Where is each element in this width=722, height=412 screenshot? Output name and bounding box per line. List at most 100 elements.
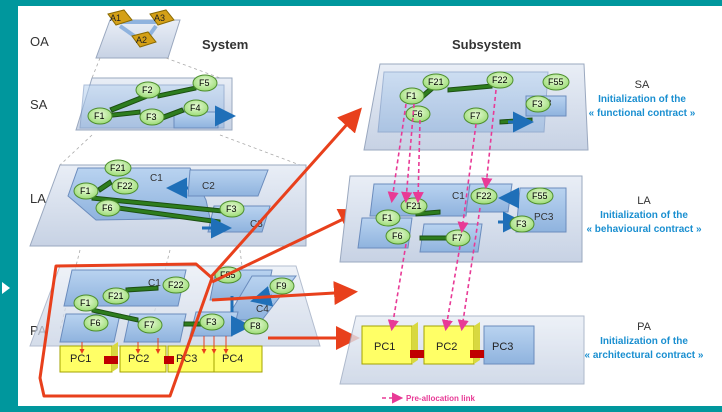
la-sub-pc3-label: PC3: [534, 212, 554, 223]
subsystem-extraction-arrows: [208, 107, 364, 350]
svg-text:F3: F3: [206, 317, 217, 327]
fn-la-f3: F3: [219, 200, 245, 218]
fn-sub-la-f7: F7: [445, 229, 471, 247]
svg-text:F7: F7: [452, 233, 463, 243]
level-label-sa: SA: [30, 97, 48, 112]
pa-c4-label: C4: [256, 304, 269, 315]
svg-text:F21: F21: [406, 201, 422, 211]
fn-sub-la-f6: F6: [385, 227, 411, 245]
pc1-subsystem: PC1: [361, 322, 418, 365]
svg-text:PC2: PC2: [436, 341, 457, 353]
la-sub-flows: [415, 209, 451, 241]
slide-nav-arrow-icon[interactable]: [2, 282, 10, 294]
svg-text:F55: F55: [532, 191, 548, 201]
oa-node-a1: A1: [107, 9, 133, 26]
svg-text:Initialization of the: Initialization of the: [598, 94, 686, 105]
pc4-system: PC4: [213, 345, 263, 373]
svg-text:F3: F3: [516, 219, 527, 229]
svg-text:F6: F6: [102, 203, 113, 213]
svg-text:F6: F6: [392, 231, 403, 241]
svg-text:F22: F22: [168, 280, 184, 290]
right-label-sa: SA Initialization of the « functional co…: [589, 79, 696, 119]
svg-text:F7: F7: [144, 320, 155, 330]
fn-pa-f1: F1: [73, 294, 99, 312]
svg-text:LA: LA: [637, 195, 651, 207]
pa-c1-label: C1: [148, 278, 161, 289]
la-system-flows: [91, 179, 233, 225]
svg-text:PC3: PC3: [492, 341, 513, 353]
la-c2-label: C2: [202, 181, 215, 192]
level-label-oa: OA: [30, 34, 49, 49]
fn-sub-sa-f22: F22: [486, 71, 514, 89]
svg-text:Initialization of the: Initialization of the: [600, 210, 688, 221]
deploy-arrows-system: [79, 336, 229, 354]
svg-text:F4: F4: [190, 103, 201, 113]
bottom-border: [0, 406, 722, 412]
fn-la-f1: F1: [73, 182, 99, 200]
level-label-la: LA: [30, 191, 46, 206]
svg-text:F1: F1: [80, 186, 91, 196]
svg-text:F2: F2: [142, 85, 153, 95]
la-system-c2: [187, 169, 269, 197]
la-c1-label: C1: [150, 173, 163, 184]
left-border: [0, 0, 18, 412]
la-sub-c1-label: C1: [452, 191, 465, 202]
svg-text:F55: F55: [548, 77, 564, 87]
fn-sub-la-f22: F22: [470, 187, 498, 205]
svg-text:F6: F6: [412, 109, 423, 119]
fn-sub-sa-f3: F3: [525, 95, 551, 113]
svg-text:PC3: PC3: [176, 353, 197, 365]
right-label-la: LA Initialization of the « behavioural c…: [586, 195, 701, 235]
fn-pa-f6: F6: [83, 314, 109, 332]
svg-text:« behavioural contract »: « behavioural contract »: [586, 224, 701, 235]
svg-text:PA: PA: [637, 321, 652, 333]
svg-text:F1: F1: [406, 91, 417, 101]
svg-text:F22: F22: [476, 191, 492, 201]
svg-text:F9: F9: [276, 281, 287, 291]
fn-sub-sa-f7: F7: [463, 107, 489, 125]
pc3-subsystem: PC3: [483, 325, 535, 365]
fn-sub-la-f55: F55: [526, 187, 554, 205]
fn-la-f22: F22: [111, 177, 139, 195]
pa-system-link-pc1-pc2: [104, 356, 118, 364]
fn-la-f21: F21: [104, 159, 132, 177]
svg-text:A1: A1: [110, 13, 121, 23]
svg-text:F7: F7: [470, 111, 481, 121]
fn-sa-f3: F3: [139, 108, 165, 126]
svg-text:PC2: PC2: [128, 353, 149, 365]
svg-text:Initialization of the: Initialization of the: [600, 336, 688, 347]
pa-sub-link-pc2-pc3: [470, 350, 484, 358]
svg-text:PC1: PC1: [70, 353, 91, 365]
svg-text:F6: F6: [90, 318, 101, 328]
svg-text:SA: SA: [635, 79, 650, 91]
fn-pa-f8: F8: [243, 317, 269, 335]
fn-sa-f4: F4: [183, 99, 209, 117]
fn-pa-f21: F21: [102, 287, 130, 305]
subsystem-selection-outline: [38, 262, 214, 398]
oa-node-a2: A2: [131, 31, 157, 48]
svg-text:F1: F1: [80, 298, 91, 308]
svg-text:PC4: PC4: [222, 353, 243, 365]
svg-text:F22: F22: [492, 75, 508, 85]
pc3-system: PC3: [167, 345, 215, 373]
svg-text:F1: F1: [94, 111, 105, 121]
fn-pa-f3: F3: [199, 313, 225, 331]
oa-node-a3: A3: [149, 9, 175, 26]
svg-text:F8: F8: [250, 321, 261, 331]
fn-pa-f9: F9: [269, 277, 295, 295]
top-border: [0, 0, 722, 6]
svg-text:F22: F22: [117, 181, 133, 191]
svg-text:F21: F21: [110, 163, 126, 173]
fn-sub-sa-f55: F55: [542, 73, 570, 91]
svg-text:« architectural contract »: « architectural contract »: [585, 350, 704, 361]
fn-sa-f2: F2: [135, 81, 161, 99]
legend-label: Pre-allocation link: [406, 394, 475, 403]
fn-sub-la-f1: F1: [375, 209, 401, 227]
svg-text:A3: A3: [154, 13, 165, 23]
legend: Pre-allocation link: [382, 392, 475, 404]
svg-text:« functional contract »: « functional contract »: [589, 108, 696, 119]
svg-text:F3: F3: [226, 204, 237, 214]
fn-sub-la-f3: F3: [509, 215, 535, 233]
fn-sub-sa-f21: F21: [422, 73, 450, 91]
